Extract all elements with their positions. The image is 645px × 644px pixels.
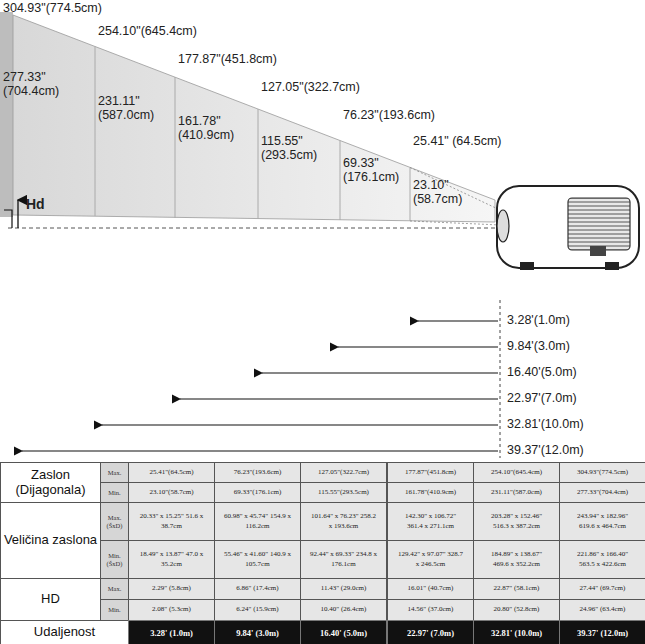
- table-value: 69.33"(176.1cm): [214, 482, 301, 503]
- table-value: 23.10"(58.7cm): [128, 482, 215, 503]
- max-min-tag: Min. (ŠxD): [100, 540, 129, 579]
- table-value: 18.49" x 13.87" 47.0 x 35.2cm: [128, 540, 215, 579]
- max-diagonal-label: 127.05"(322.7cm): [261, 80, 360, 94]
- table-value: 11.43" (29.0cm): [300, 578, 387, 600]
- table-value: 254.10"(645.4cm): [473, 462, 560, 483]
- table-value: 142.30" x 106.72" 361.4 x 271.1cm: [387, 502, 474, 541]
- max-min-tag: Min.: [100, 599, 129, 621]
- table-value: 20.80" (52.8cm): [473, 599, 560, 621]
- distance-label: 3.28'(1.0m): [507, 313, 570, 327]
- min-diagonal-label: 69.33" (176.1cm): [343, 156, 409, 185]
- table-value: 115.55"(293.5cm): [300, 482, 387, 503]
- table-value: 20.33" x 15.25" 51.6 x 38.7cm: [128, 502, 215, 541]
- distance-label: 22.97'(7.0m): [507, 391, 577, 405]
- table-value: 161.78"(410.9cm): [387, 482, 474, 503]
- min-diagonal-label: 231.11" (587.0cm): [98, 94, 164, 123]
- table-value: 221.86" x 166.40" 563.5 x 422.6cm: [559, 540, 645, 579]
- max-min-tag: Max.: [100, 462, 129, 483]
- distance-cell: 32.81' (10.0m): [473, 620, 560, 644]
- table-value: 10.40" (26.4cm): [300, 599, 387, 621]
- distance-label: 32.81'(10.0m): [507, 417, 584, 431]
- table-value: 184.89" x 138.67" 469.6 x 352.2cm: [473, 540, 560, 579]
- offset-bracket: [4, 210, 12, 228]
- distance-cell: 3.28' (1.0m): [128, 620, 215, 644]
- lens-axis-line: [8, 228, 495, 229]
- projection-lines: [410, 168, 500, 226]
- table-value: 203.28" x 152.46" 516.3 x 387.2cm: [473, 502, 560, 541]
- table-value: 101.64" x 76.23" 258.2 x 193.6cm: [300, 502, 387, 541]
- table-value: 2.08" (5.3cm): [128, 599, 215, 621]
- table-value: 243.94" x 182.96" 619.6 x 464.7cm: [559, 502, 645, 541]
- row-header: Veličina zaslona: [0, 502, 101, 579]
- distance-cell: 22.97' (7.0m): [387, 620, 474, 644]
- wall: [0, 12, 13, 217]
- min-diagonal-label: 23.10" (58.7cm): [413, 178, 479, 207]
- max-min-tag: Min.: [100, 482, 129, 503]
- table-value: 27.44" (69.7cm): [559, 578, 645, 600]
- min-diagonal-label: 277.33" (704.4cm): [3, 70, 69, 99]
- distance-cell: 39.37' (12.0m): [559, 620, 645, 644]
- max-diagonal-label: 76.23"(193.6cm): [343, 108, 435, 122]
- table-value: 25.41"(64.5cm): [128, 462, 215, 483]
- table-value: 129.42" x 97.07" 328.7 x 246.5cm: [387, 540, 474, 579]
- min-diagonal-label: 115.55" (293.5cm): [261, 134, 327, 163]
- table-value: 76.23"(193.6cm): [214, 462, 301, 483]
- table-value: 14.56" (37.0cm): [387, 599, 474, 621]
- projector: [497, 186, 639, 270]
- max-diagonal-label: 304.93"(774.5cm): [3, 1, 102, 15]
- max-min-tag: Max.: [100, 578, 129, 600]
- table-value: 177.87"(451.8cm): [387, 462, 474, 483]
- table-value: 16.01" (40.7cm): [387, 578, 474, 600]
- table-value: 277.33"(704.4cm): [559, 482, 645, 503]
- screen-edges: [95, 47, 410, 222]
- max-min-tag: Max. (ŠxD): [100, 502, 129, 541]
- row-header: Udaljenost: [0, 620, 129, 644]
- table-value: 92.44" x 69.33" 234.8 x 176.1cm: [300, 540, 387, 579]
- table-value: 231.11"(587.0cm): [473, 482, 560, 503]
- table-value: 304.93"(774.5cm): [559, 462, 645, 483]
- distance-arrows: [22, 321, 498, 451]
- min-diagonal-label: 161.78" (410.9cm): [178, 114, 244, 143]
- distance-reference-line: [500, 300, 501, 458]
- distance-label: 16.40'(5.0m): [507, 365, 577, 379]
- table-value: 2.29" (5.8cm): [128, 578, 215, 600]
- projection-frustum: [13, 15, 495, 222]
- table-value: 127.05"(322.7cm): [300, 462, 387, 483]
- table-value: 22.87" (58.1cm): [473, 578, 560, 600]
- distance-cell: 9.84' (3.0m): [214, 620, 301, 644]
- max-diagonal-label: 25.41" (64.5cm): [413, 134, 502, 148]
- offset-label: Hd: [26, 196, 45, 212]
- table-value: 6.86" (17.4cm): [214, 578, 301, 600]
- distance-label: 39.37'(12.0m): [507, 443, 584, 457]
- row-header: Zaslon (Dijagonala): [0, 462, 101, 503]
- row-header: HD: [0, 578, 101, 621]
- table-value: 60.98" x 45.74" 154.9 x 116.2cm: [214, 502, 301, 541]
- distance-label: 9.84'(3.0m): [507, 339, 570, 353]
- table-value: 55.46" x 41.60" 140.9 x 105.7cm: [214, 540, 301, 579]
- table-value: 6.24" (15.9cm): [214, 599, 301, 621]
- offset-arrow: [17, 200, 18, 228]
- max-diagonal-label: 254.10"(645.4cm): [98, 24, 197, 38]
- table-value: 24.96" (63.4cm): [559, 599, 645, 621]
- distance-cell: 16.40' (5.0m): [300, 620, 387, 644]
- max-diagonal-label: 177.87"(451.8cm): [178, 52, 277, 66]
